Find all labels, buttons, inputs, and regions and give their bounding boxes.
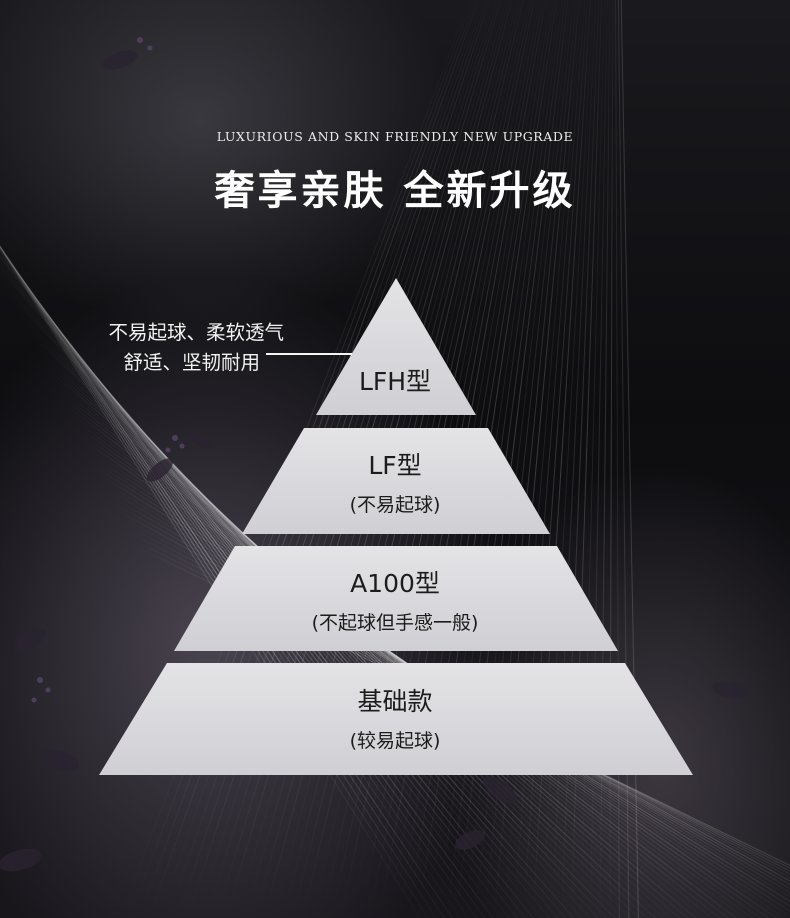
annotation-line-1: 不易起球、柔软透气 [60,318,284,348]
pyramid-tier-4: 基础款 (较易起球) [0,682,790,753]
tier-4-name: 基础款 [0,682,790,718]
tier-3-note: (不起球但手感一般) [0,608,790,635]
tier-2-note: (不易起球) [0,490,790,517]
pyramid-tier-3: A100型 (不起球但手感一般) [0,564,790,635]
tier-4-note: (较易起球) [0,726,790,753]
pyramid-tier-1: LFH型 [0,362,790,398]
annotation-connector-line [266,353,352,355]
tier-3-name: A100型 [0,564,790,600]
tier-1-name: LFH型 [0,362,790,398]
pyramid-tier-2: LF型 (不易起球) [0,446,790,517]
tier-2-name: LF型 [0,446,790,482]
